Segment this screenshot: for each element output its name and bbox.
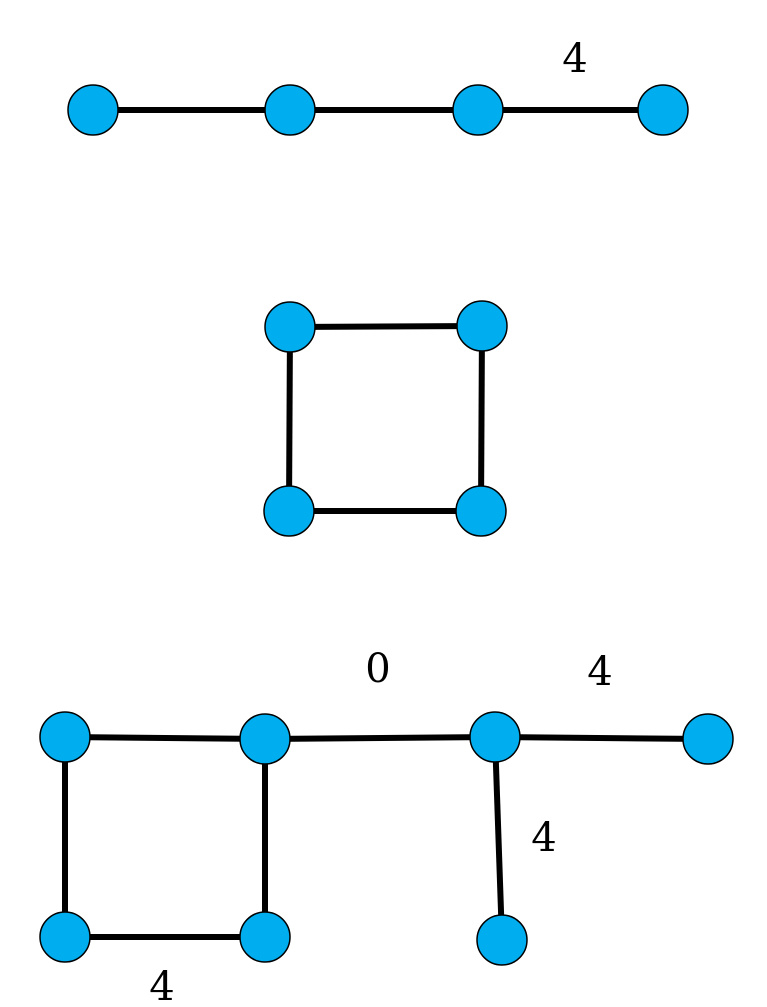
graph-node [39,711,91,763]
graph-node [469,711,521,763]
edge-weight-label: 4 [531,815,556,861]
graph-node [67,84,119,136]
graph-edge [264,734,496,742]
graph-node [637,84,689,136]
graph-node [263,485,315,537]
edge-weight-label: 0 [365,646,390,692]
graph-node [452,84,504,136]
edges-layer [62,107,709,941]
graph-edge [478,325,485,512]
graph-node [455,485,507,537]
graph-edge [286,326,293,512]
edge-weight-label: 4 [149,964,174,1007]
labels-layer: 4 0 4 4 4 [149,36,612,1007]
graph-edge [494,734,709,742]
edge-weight-label: 4 [587,649,612,695]
graph-node [264,301,316,353]
graph-node [239,911,291,963]
edge-weight-label: 4 [562,36,587,82]
graph-node [39,911,91,963]
graph-edge [64,734,266,742]
graph-node [682,713,734,765]
graph-edge [289,323,483,330]
nodes-layer [39,84,734,966]
graph-node [456,300,508,352]
graph-node [264,84,316,136]
graph-node [476,914,528,966]
graph-edge [492,736,505,941]
graph-node [239,713,291,765]
